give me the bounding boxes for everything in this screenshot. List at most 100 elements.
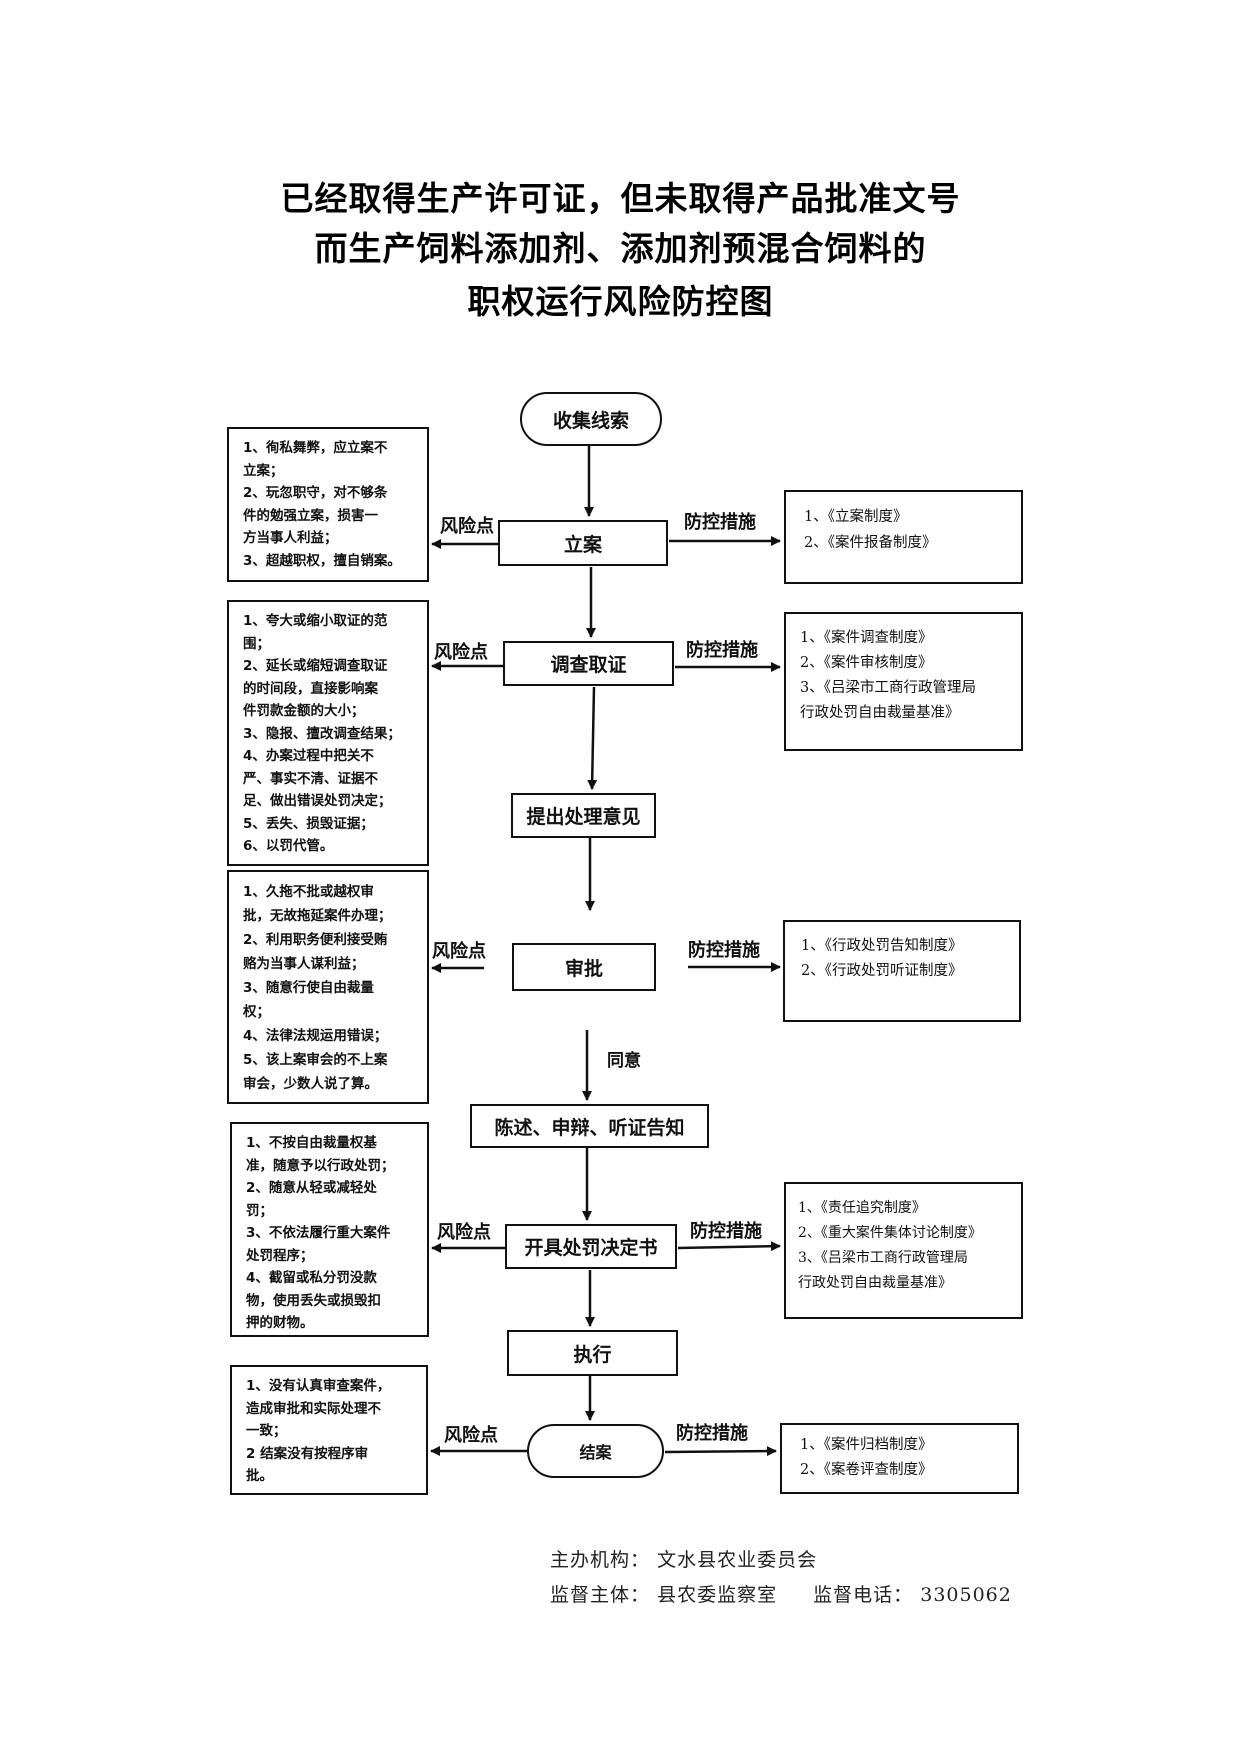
title-line-2: 而生产饲料添加剂、添加剂预混合饲料的 xyxy=(314,229,927,268)
risk-item: 立案； xyxy=(243,462,284,479)
control-measure-label: 防控措施 xyxy=(688,940,760,961)
risk-item: 6、以罚代管。 xyxy=(243,838,334,854)
risk-item: 1、没有认真审查案件， xyxy=(246,1378,391,1394)
risk-item: 3、不依法履行重大案件 xyxy=(246,1225,391,1241)
risk-item: 件的勉强立案，损害一 xyxy=(243,507,378,524)
flow-step-diaocha: 调查取证 xyxy=(503,641,674,686)
control-item: 行政处罚自由裁量基准》 xyxy=(800,705,960,721)
footer-organizer: 主办机构： 文水县农业委员会 xyxy=(550,1545,817,1572)
risk-box-kaiju: 1、不按自由裁量权基 准，随意予以行政处罚； 2、随意从轻或减轻处 罚； 3、不… xyxy=(230,1122,429,1337)
risk-item: 造成审批和实际处理不 xyxy=(246,1400,381,1417)
agree-label: 同意 xyxy=(607,1051,641,1071)
risk-item: 批，无故拖延案件办理； xyxy=(243,908,392,924)
risk-box-jiean: 1、没有认真审查案件， 造成审批和实际处理不 一致； 2 结案没有按程序审 批。 xyxy=(230,1365,428,1495)
risk-item: 4、法律法规运用错误； xyxy=(243,1028,388,1044)
risk-item: 围； xyxy=(243,635,270,652)
control-item: 2、《行政处罚听证制度》 xyxy=(801,963,963,979)
risk-item: 件罚款金额的大小； xyxy=(243,703,365,719)
risk-item: 一致； xyxy=(246,1423,287,1439)
control-box-shenpi: 1、《行政处罚告知制度》 2、《行政处罚听证制度》 xyxy=(783,920,1021,1022)
control-measure-label: 防控措施 xyxy=(690,1221,762,1242)
organizer-label: 主办机构： xyxy=(550,1549,651,1571)
risk-item: 5、丢失、损毁证据； xyxy=(243,815,374,832)
flow-end-label: 结案 xyxy=(579,1443,612,1462)
risk-item: 4、办案过程中把关不 xyxy=(243,748,374,764)
control-item: 3、《吕梁市工商行政管理局 xyxy=(798,1250,968,1266)
risk-item: 罚； xyxy=(246,1202,273,1219)
risk-item: 准，随意予以行政处罚； xyxy=(246,1157,395,1174)
risk-item: 5、该上案审会的不上案 xyxy=(243,1052,388,1068)
control-item: 3、《吕梁市工商行政管理局 xyxy=(800,680,976,696)
flow-step-label: 陈述、申辩、听证告知 xyxy=(494,1116,685,1139)
risk-item: 权； xyxy=(243,1004,270,1020)
control-measure-label: 防控措施 xyxy=(676,1423,748,1444)
organizer-value: 文水县农业委员会 xyxy=(657,1549,818,1571)
control-box-diaocha: 1、《案件调查制度》 2、《案件审核制度》 3、《吕梁市工商行政管理局 行政处罚… xyxy=(784,612,1023,751)
risk-item: 批。 xyxy=(246,1468,273,1484)
risk-item: 2、随意从轻或减轻处 xyxy=(246,1180,377,1196)
risk-item: 处罚程序； xyxy=(246,1247,314,1264)
flow-start-label: 收集线索 xyxy=(552,409,629,432)
risk-item: 2、延长或缩短调查取证 xyxy=(243,658,388,674)
flow-step-zhixing: 执行 xyxy=(507,1330,678,1376)
risk-point-label: 风险点 xyxy=(440,516,494,537)
flow-step-label: 调查取证 xyxy=(550,654,627,676)
risk-box-shenpi: 1、久拖不批或越权审 批，无故拖延案件办理； 2、利用职务便利接受贿 赂为当事人… xyxy=(227,870,429,1104)
risk-item: 严、事实不清、证据不 xyxy=(243,770,378,787)
title-line-1: 已经取得生产许可证，但未取得产品批准文号 xyxy=(280,179,961,218)
flow-end-node: 结案 xyxy=(527,1424,664,1478)
arrow-ctrl-jiean xyxy=(664,1446,777,1457)
risk-point-label: 风险点 xyxy=(432,941,486,962)
control-item: 2、《案件审核制度》 xyxy=(800,655,933,671)
risk-item: 2、玩忽职守，对不够条 xyxy=(243,485,388,501)
risk-item: 足、做出错误处罚决定； xyxy=(243,793,392,809)
risk-item: 赂为当事人谋利益； xyxy=(243,956,365,972)
risk-item: 审会，少数人说了算。 xyxy=(243,1076,378,1092)
risk-box-diaocha: 1、夸大或缩小取证的范 围； 2、延长或缩短调查取证 的时间段，直接影响案 件罚… xyxy=(227,600,429,866)
flow-step-shenpi: 审批 xyxy=(512,943,656,991)
risk-item: 1、徇私舞弊，应立案不 xyxy=(243,440,388,456)
flow-step-tichu: 提出处理意见 xyxy=(511,793,656,838)
risk-item: 物，使用丢失或损毁扣 xyxy=(246,1292,381,1309)
flow-step-label: 执行 xyxy=(573,1343,612,1366)
risk-point-label: 风险点 xyxy=(434,642,488,663)
title-line-3: 职权运行风险防控图 xyxy=(467,282,774,321)
control-item: 1、《行政处罚告知制度》 xyxy=(801,938,963,954)
flow-step-lian: 立案 xyxy=(498,520,668,566)
control-measure-label: 防控措施 xyxy=(684,512,756,533)
control-item: 行政处罚自由裁量基准》 xyxy=(798,1275,952,1291)
risk-item: 1、久拖不批或越权审 xyxy=(243,884,374,900)
flow-step-label: 立案 xyxy=(563,533,602,556)
flow-step-kaiju: 开具处罚决定书 xyxy=(505,1224,677,1269)
risk-point-label: 风险点 xyxy=(437,1222,491,1243)
flow-step-label: 审批 xyxy=(564,957,603,980)
flow-start-node: 收集线索 xyxy=(520,392,662,446)
phone-label: 监督电话： xyxy=(813,1584,914,1606)
risk-item: 2、利用职务便利接受贿 xyxy=(243,932,388,948)
control-item: 2、《案卷评查制度》 xyxy=(800,1462,933,1478)
risk-box-lian: 1、徇私舞弊，应立案不 立案； 2、玩忽职守，对不够条 件的勉强立案，损害一 方… xyxy=(227,427,429,582)
control-item: 1、《立案制度》 xyxy=(804,509,908,525)
control-item: 1、《案件归档制度》 xyxy=(800,1437,933,1453)
supervisor-value: 县农委监察室 xyxy=(657,1584,778,1606)
flow-step-chenshu: 陈述、申辩、听证告知 xyxy=(470,1104,709,1148)
risk-item: 4、截留或私分罚没款 xyxy=(246,1270,377,1286)
risk-item: 1、不按自由裁量权基 xyxy=(246,1135,377,1151)
risk-item: 1、夸大或缩小取证的范 xyxy=(243,613,388,629)
risk-item: 3、隐报、擅改调查结果； xyxy=(243,725,401,742)
risk-point-label: 风险点 xyxy=(444,1425,498,1446)
control-box-lian: 1、《立案制度》 2、《案件报备制度》 xyxy=(784,490,1023,584)
risk-item: 的时间段，直接影响案 xyxy=(243,680,378,697)
control-item: 1、《案件调查制度》 xyxy=(800,630,933,646)
supervisor-label: 监督主体： xyxy=(550,1584,651,1606)
arrow-ctrl-kaiju xyxy=(677,1241,781,1252)
flow-step-label: 提出处理意见 xyxy=(526,806,641,828)
risk-item: 3、超越职权，擅自销案。 xyxy=(243,552,401,569)
control-item: 1、《责任追究制度》 xyxy=(798,1200,926,1216)
control-box-kaiju: 1、《责任追究制度》 2、《重大案件集体讨论制度》 3、《吕梁市工商行政管理局 … xyxy=(784,1182,1023,1319)
control-measure-label: 防控措施 xyxy=(686,640,758,661)
risk-item: 方当事人利益； xyxy=(243,530,338,546)
flow-step-label: 开具处罚决定书 xyxy=(524,1237,658,1259)
control-box-jiean: 1、《案件归档制度》 2、《案卷评查制度》 xyxy=(780,1423,1019,1494)
